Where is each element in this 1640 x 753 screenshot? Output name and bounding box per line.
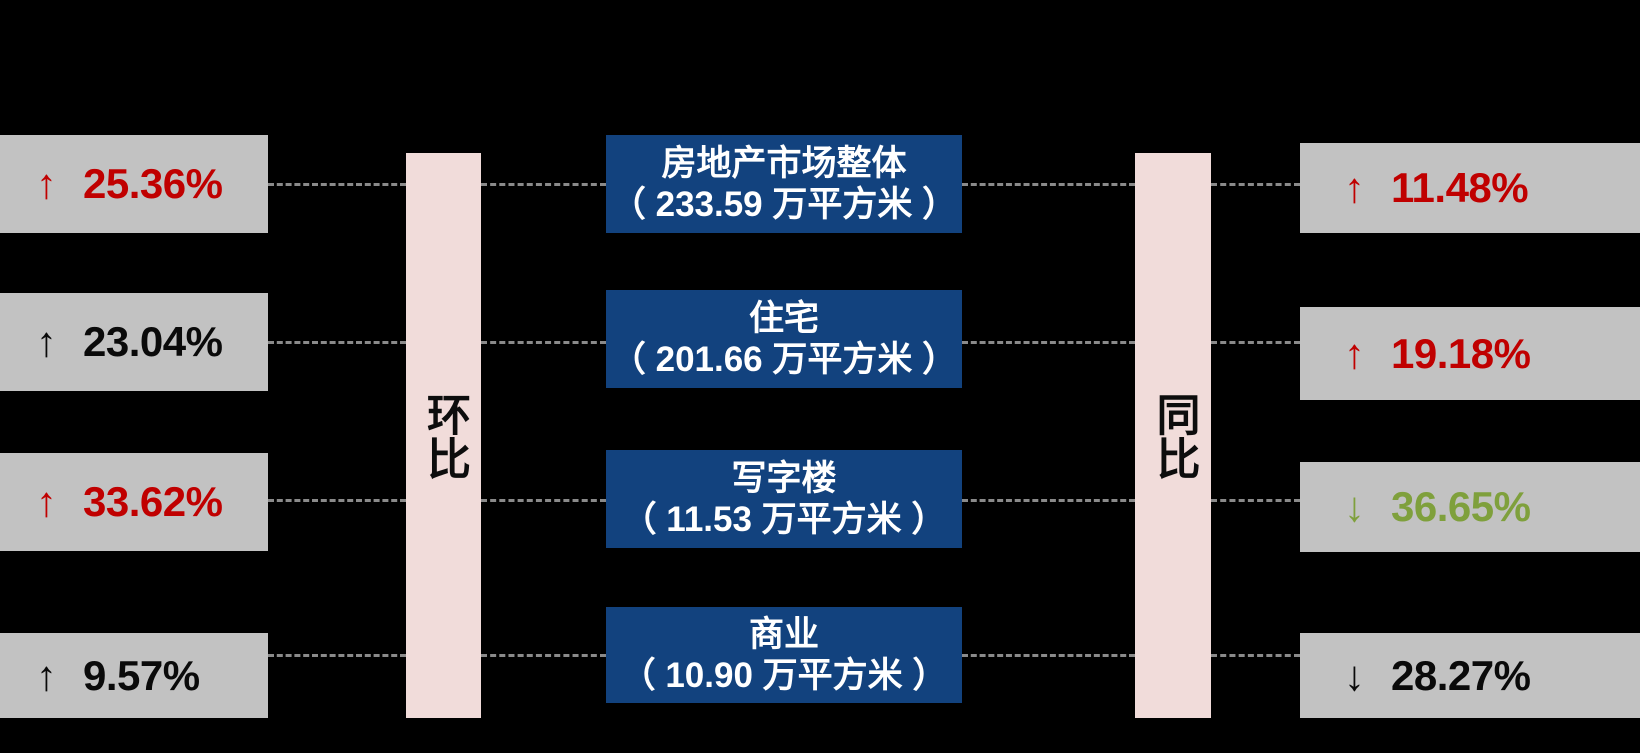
stat-value-left-row-4: 9.57%: [83, 651, 200, 699]
arrow-down-icon: ↓: [1344, 483, 1365, 530]
stat-box-right-row-4: ↓ 28.27%: [1300, 633, 1640, 718]
stat-value-right-row-1: 11.48%: [1391, 164, 1529, 211]
arrow-up-icon: ↑: [36, 318, 57, 365]
connector-mid-right-row-4: [962, 654, 1135, 657]
connector-mid-right-row-2: [962, 341, 1135, 344]
connector-left-row-4: [268, 654, 406, 657]
stat-value-left-row-2: 23.04%: [83, 318, 223, 365]
connector-right-row-4: [1211, 654, 1300, 657]
connector-mid-right-row-3: [962, 499, 1135, 502]
stat-box-left-row-3: ↑ 33.62%: [0, 453, 268, 551]
stat-value-right-row-4: 28.27%: [1391, 651, 1531, 699]
stat-box-right-row-1: ↑ 11.48%: [1300, 143, 1640, 233]
category-name-row-4: 商业: [748, 614, 819, 654]
band-month-over-month: 环比: [406, 153, 481, 718]
connector-left-row-3: [268, 499, 406, 502]
connector-mid-left-row-1: [481, 183, 606, 186]
category-name-row-2: 住宅: [748, 298, 819, 338]
category-box-row-1: 房地产市场整体 （ 233.59 万平方米 ）: [606, 135, 962, 233]
stat-box-right-row-2: ↑ 19.18%: [1300, 307, 1640, 400]
band-label-year-over-year: 同比: [1149, 391, 1199, 480]
category-box-row-4: 商业 （ 10.90 万平方米 ）: [606, 607, 962, 703]
category-box-row-2: 住宅 （ 201.66 万平方米 ）: [606, 290, 962, 388]
stat-value-right-row-2: 19.18%: [1391, 329, 1531, 377]
connector-mid-left-row-4: [481, 654, 606, 657]
connector-right-row-3: [1211, 499, 1300, 502]
stat-value-right-row-3: 36.65%: [1391, 483, 1531, 530]
connector-right-row-1: [1211, 183, 1300, 186]
category-area-row-1: （ 233.59 万平方米 ）: [610, 185, 958, 224]
category-area-row-3: （ 11.53 万平方米 ）: [621, 500, 947, 539]
arrow-up-icon: ↑: [36, 651, 57, 699]
connector-right-row-2: [1211, 341, 1300, 344]
category-box-row-3: 写字楼 （ 11.53 万平方米 ）: [606, 450, 962, 548]
band-label-month-over-month: 环比: [419, 391, 469, 480]
stat-box-left-row-2: ↑ 23.04%: [0, 293, 268, 391]
stat-box-left-row-1: ↑ 25.36%: [0, 135, 268, 233]
category-name-row-3: 写字楼: [731, 458, 837, 498]
category-area-row-4: （ 10.90 万平方米 ）: [620, 656, 948, 695]
arrow-up-icon: ↑: [36, 478, 57, 525]
connector-mid-left-row-3: [481, 499, 606, 502]
arrow-up-icon: ↑: [1344, 329, 1365, 377]
connector-left-row-1: [268, 183, 406, 186]
connector-left-row-2: [268, 341, 406, 344]
connector-mid-left-row-2: [481, 341, 606, 344]
arrow-down-icon: ↓: [1344, 651, 1365, 699]
stat-value-left-row-3: 33.62%: [83, 478, 223, 525]
band-year-over-year: 同比: [1135, 153, 1211, 718]
stat-box-left-row-4: ↑ 9.57%: [0, 633, 268, 718]
stat-value-left-row-1: 25.36%: [83, 160, 223, 207]
stat-box-right-row-3: ↓ 36.65%: [1300, 462, 1640, 552]
category-area-row-2: （ 201.66 万平方米 ）: [610, 340, 958, 379]
arrow-up-icon: ↑: [1344, 164, 1365, 211]
connector-mid-right-row-1: [962, 183, 1135, 186]
category-name-row-1: 房地产市场整体: [661, 143, 907, 183]
arrow-up-icon: ↑: [36, 160, 57, 207]
